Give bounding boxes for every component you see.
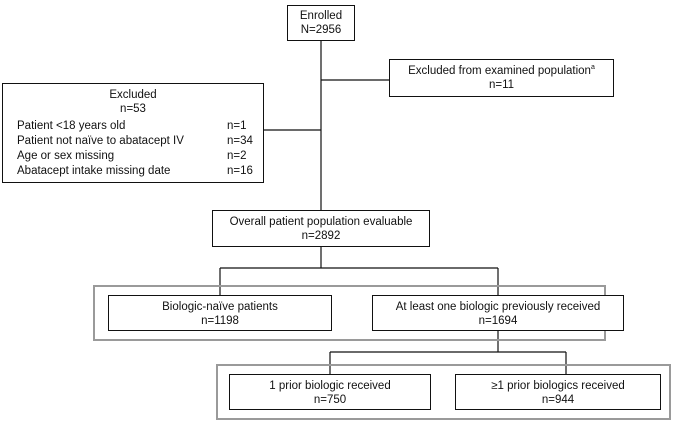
- prior1-box: 1 prior biologic received n=750: [229, 374, 431, 410]
- prior-gt1-count: n=944: [541, 394, 575, 406]
- excluded-row-value: n=34: [227, 135, 253, 147]
- group-frame-prior-biologics: [216, 364, 671, 420]
- naive-count: n=1198: [201, 315, 239, 327]
- excluded-row-label: Patient <18 years old: [17, 120, 126, 132]
- excluded-exam-footnote-marker: a: [590, 64, 595, 72]
- excluded-exam-box: Excluded from examined populationa n=11: [389, 59, 614, 97]
- prior1-title: 1 prior biologic received: [269, 380, 391, 392]
- enrolled-title: Enrolled: [299, 10, 343, 22]
- previous-count: n=1694: [478, 315, 518, 327]
- previous-title: At least one biologic previously receive…: [395, 301, 601, 313]
- previous-box: At least one biologic previously receive…: [372, 295, 624, 331]
- excluded-row: Abatacept intake missing date n=16: [17, 164, 253, 178]
- excluded-row: Age or sex missing n=2: [17, 149, 251, 163]
- excluded-row-label: Patient not naïve to abatacept IV: [17, 135, 184, 147]
- excluded-row-label: Age or sex missing: [17, 150, 115, 162]
- prior1-count: n=750: [313, 394, 347, 406]
- excluded-row-value: n=2: [227, 150, 247, 162]
- prior-gt1-box: ≥1 prior biologics received n=944: [455, 374, 661, 410]
- excluded-row-label: Abatacept intake missing date: [17, 165, 171, 177]
- excluded-box: Excluded n=53 Patient <18 years old n=1 …: [2, 83, 264, 183]
- excluded-exam-title: Excluded from examined population: [408, 65, 591, 77]
- enrolled-box: Enrolled N=2956: [287, 5, 355, 41]
- overall-box: Overall patient population evaluable n=2…: [212, 210, 430, 247]
- enrolled-count: N=2956: [300, 24, 342, 36]
- naive-title: Biologic-naïve patients: [162, 301, 278, 313]
- excluded-row: Patient not naïve to abatacept IV n=34: [17, 134, 253, 148]
- prior-gt1-title: ≥1 prior biologics received: [491, 380, 625, 392]
- naive-box: Biologic-naïve patients n=1198: [108, 295, 332, 331]
- excluded-title: Excluded: [109, 89, 157, 101]
- excluded-row-value: n=1: [227, 120, 247, 132]
- excluded-row-value: n=16: [227, 165, 253, 177]
- excluded-exam-title-line: Excluded from examined populationa: [390, 64, 613, 78]
- excluded-row: Patient <18 years old n=1: [17, 119, 251, 133]
- excluded-exam-count: n=11: [488, 79, 515, 91]
- excluded-count: n=53: [120, 103, 146, 115]
- overall-title: Overall patient population evaluable: [229, 216, 413, 228]
- overall-count: n=2892: [301, 230, 341, 242]
